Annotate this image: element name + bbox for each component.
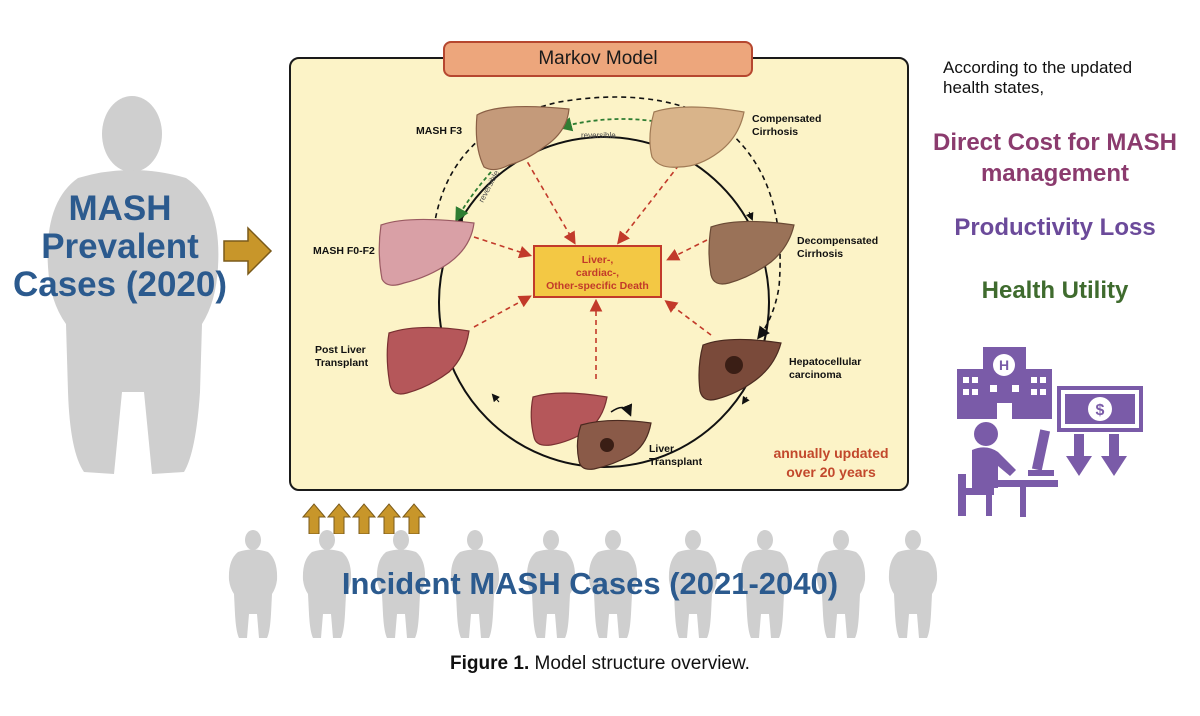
prevalent-line-2: Prevalent bbox=[41, 227, 199, 266]
annual-update-note: annually updated over 20 years bbox=[773, 445, 889, 480]
liver-hcc-icon bbox=[698, 338, 782, 401]
caption-text: Model structure overview. bbox=[529, 653, 750, 674]
svg-text:$: $ bbox=[1096, 402, 1105, 419]
liver-transplant-new-icon bbox=[530, 392, 608, 446]
outcome-health-utility: Health Utility bbox=[981, 277, 1129, 304]
prevalent-person-silhouette bbox=[47, 96, 219, 474]
svg-text:H: H bbox=[999, 357, 1009, 373]
outcome-productivity-loss: Productivity Loss bbox=[954, 214, 1156, 241]
reversible-arrow-cirrhosis-f3 bbox=[557, 117, 675, 132]
outcomes-intro: According to the updated health states, bbox=[943, 58, 1133, 97]
liver-f0-f2-icon bbox=[378, 218, 475, 286]
reversible-label-top: reversible bbox=[581, 131, 616, 140]
transplant-curve-arrow bbox=[610, 403, 633, 417]
cycle-arrow bbox=[741, 395, 750, 405]
prevalent-line-1: MASH bbox=[68, 189, 172, 228]
markov-cycle-diagram: reversible reversible bbox=[378, 96, 795, 470]
death-arrow bbox=[473, 236, 533, 259]
figure-caption: Figure 1. Model structure overview. bbox=[330, 653, 870, 675]
liver-transplant-old-icon bbox=[576, 419, 652, 470]
death-arrow bbox=[473, 295, 532, 328]
money-bill-icon: $ bbox=[1057, 386, 1143, 476]
death-state-box: Liver-, cardiac-, Other-specific Death bbox=[533, 245, 662, 298]
outcome-direct-cost: Direct Cost for MASH management bbox=[932, 129, 1178, 187]
prevalent-cases-label: MASH Prevalent Cases (2020) bbox=[10, 190, 230, 304]
death-arrow bbox=[666, 239, 708, 261]
incident-cases-label: Incident MASH Cases (2021-2040) bbox=[341, 566, 839, 601]
incident-arrows-icon bbox=[302, 503, 427, 534]
liver-decompensated-cirrhosis-icon bbox=[708, 220, 795, 285]
death-arrow bbox=[617, 164, 680, 245]
worker-at-desk-icon bbox=[958, 422, 1058, 517]
prevalent-line-3: Cases (2020) bbox=[12, 265, 228, 304]
liver-mash-f3-icon bbox=[475, 106, 570, 171]
reversible-arrow-f3-f0f2 bbox=[455, 171, 492, 223]
hospital-icon: H bbox=[957, 347, 1052, 419]
cycle-arrow bbox=[491, 393, 500, 403]
liver-compensated-cirrhosis-icon bbox=[649, 106, 745, 168]
prevalent-arrow-icon bbox=[223, 226, 273, 276]
markov-model-title: Markov Model bbox=[443, 41, 753, 77]
cycle-arrow bbox=[745, 211, 754, 221]
small-person-icon bbox=[888, 530, 938, 638]
small-person-icon bbox=[228, 530, 278, 638]
state-label-mash-f3: MASH F3 bbox=[416, 125, 463, 137]
liver-post-transplant-icon bbox=[386, 326, 470, 395]
death-arrow bbox=[664, 300, 712, 336]
state-label-f0-f2: MASH F0-F2 bbox=[313, 245, 375, 257]
caption-label: Figure 1. bbox=[450, 653, 530, 674]
